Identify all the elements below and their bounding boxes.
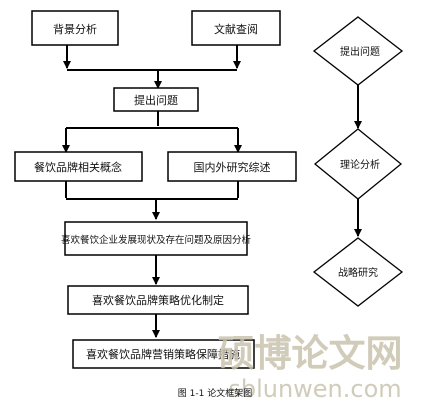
box-marketing-safeguards: 喜欢餐饮品牌营销策略保障措施	[72, 339, 255, 369]
strategy-optimization-label: 喜欢餐饮品牌策略优化制定	[92, 293, 224, 307]
strategy-research-label: 战略研究	[338, 266, 378, 279]
diamond-theory-analysis: 理论分析	[313, 128, 403, 200]
diamond-problem: 提出问题	[312, 16, 404, 86]
figure-caption: 图 1-1 论文框架图	[178, 387, 252, 399]
box-strategy-optimization: 喜欢餐饮品牌策略优化制定	[67, 285, 249, 315]
watermark-url: sblunwen.com	[228, 375, 401, 403]
status-and-problems-label: 喜欢餐饮企业发展现状及存在问题及原因分析	[61, 234, 252, 246]
watermark-cn: 硕博论文网	[218, 331, 403, 375]
box-background-analysis: 背景分析	[31, 10, 119, 46]
watermark: 硕博论文网 sblunwen.com	[218, 331, 403, 403]
left-flow-connectors	[62, 45, 242, 338]
theory-analysis-label: 理论分析	[340, 158, 380, 171]
problem-label: 提出问题	[134, 93, 178, 107]
catering-brand-concepts-label: 餐饮品牌相关概念	[34, 160, 122, 174]
marketing-safeguards-label: 喜欢餐饮品牌营销策略保障措施	[86, 347, 240, 361]
box-catering-brand-concepts: 餐饮品牌相关概念	[14, 151, 143, 182]
background-analysis-label: 背景分析	[53, 22, 97, 36]
domestic-foreign-review-label: 国内外研究综述	[194, 160, 271, 174]
box-problem: 提出问题	[113, 87, 199, 112]
right-problem-label: 提出问题	[340, 45, 380, 58]
box-status-and-problems: 喜欢餐饮企业发展现状及存在问题及原因分析	[61, 221, 252, 256]
box-domestic-foreign-review: 国内外研究综述	[167, 151, 297, 182]
literature-review-label: 文献查阅	[214, 22, 258, 36]
box-literature-review: 文献查阅	[191, 10, 281, 46]
diamond-strategy-research: 战略研究	[312, 237, 404, 307]
